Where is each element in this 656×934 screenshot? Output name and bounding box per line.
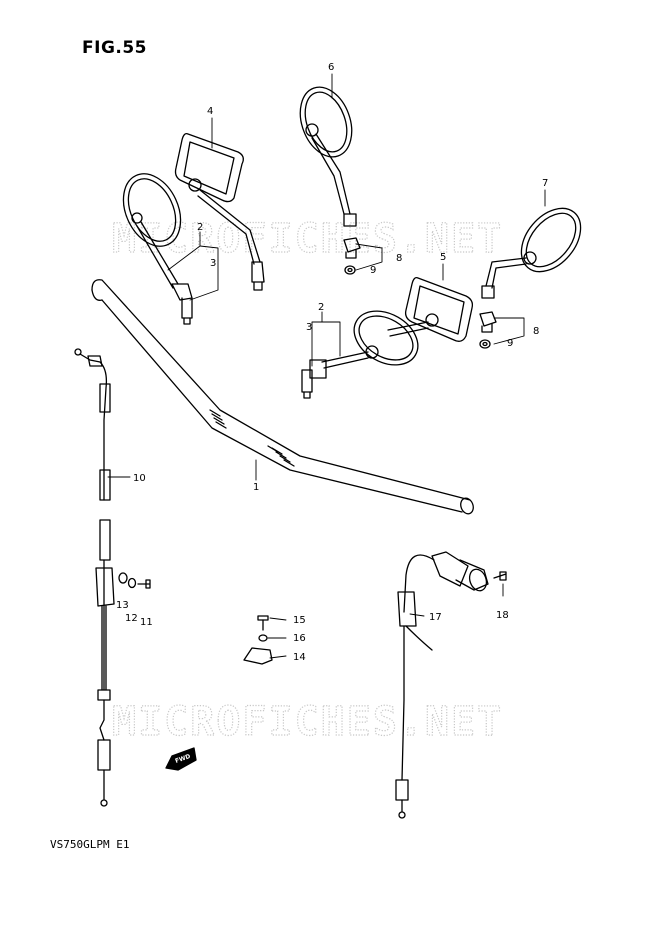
adapter-nut-upper — [343, 237, 361, 275]
callout-16: 16 — [293, 633, 306, 644]
left-rect-mirror — [174, 132, 265, 291]
fwd-arrow — [165, 747, 197, 771]
callouts: 1 2 3 4 6 8 9 7 5 2 3 8 9 10 13 12 11 15… — [116, 62, 548, 663]
watermark-top: MICROFICHES.NET — [112, 216, 503, 262]
callout-8-upper: 8 — [396, 253, 402, 264]
callout-12: 12 — [125, 613, 138, 624]
right-rect-mirror — [387, 276, 474, 342]
small-parts — [243, 615, 273, 665]
callout-2-lower: 2 — [318, 302, 324, 313]
watermark-bottom: MICROFICHES.NET — [112, 699, 503, 745]
callout-13: 13 — [116, 600, 129, 611]
top-round-mirror — [299, 86, 357, 227]
right-round-mirror — [481, 207, 582, 299]
callout-6: 6 — [328, 62, 334, 73]
figure-title: FIG.55 — [82, 38, 148, 58]
callout-2-upper: 2 — [197, 222, 203, 233]
callout-15: 15 — [293, 615, 306, 626]
cable-clamp-parts — [118, 572, 151, 589]
center-round-mirror — [301, 310, 419, 399]
leader-lines — [107, 73, 546, 659]
clutch-cable — [74, 348, 115, 807]
callout-14: 14 — [293, 652, 306, 663]
callout-4: 4 — [207, 106, 213, 117]
callout-5: 5 — [440, 252, 446, 263]
callout-3-lower: 3 — [306, 322, 312, 333]
callout-10: 10 — [133, 473, 146, 484]
handlebar — [91, 279, 474, 515]
callout-18: 18 — [496, 610, 509, 621]
callout-11: 11 — [140, 617, 153, 628]
choke-cable — [395, 551, 507, 819]
callout-9-lower: 9 — [507, 338, 513, 349]
model-code: VS750GLPM E1 — [50, 838, 130, 851]
left-round-mirror — [122, 173, 193, 325]
callout-3-upper: 3 — [210, 258, 216, 269]
callout-9-upper: 9 — [370, 265, 376, 276]
fwd-label: FWD — [174, 753, 191, 765]
callout-7: 7 — [542, 178, 548, 189]
adapter-nut-lower — [479, 311, 497, 349]
callout-8-lower: 8 — [533, 326, 539, 337]
callout-17: 17 — [429, 612, 442, 623]
callout-1: 1 — [253, 482, 259, 493]
